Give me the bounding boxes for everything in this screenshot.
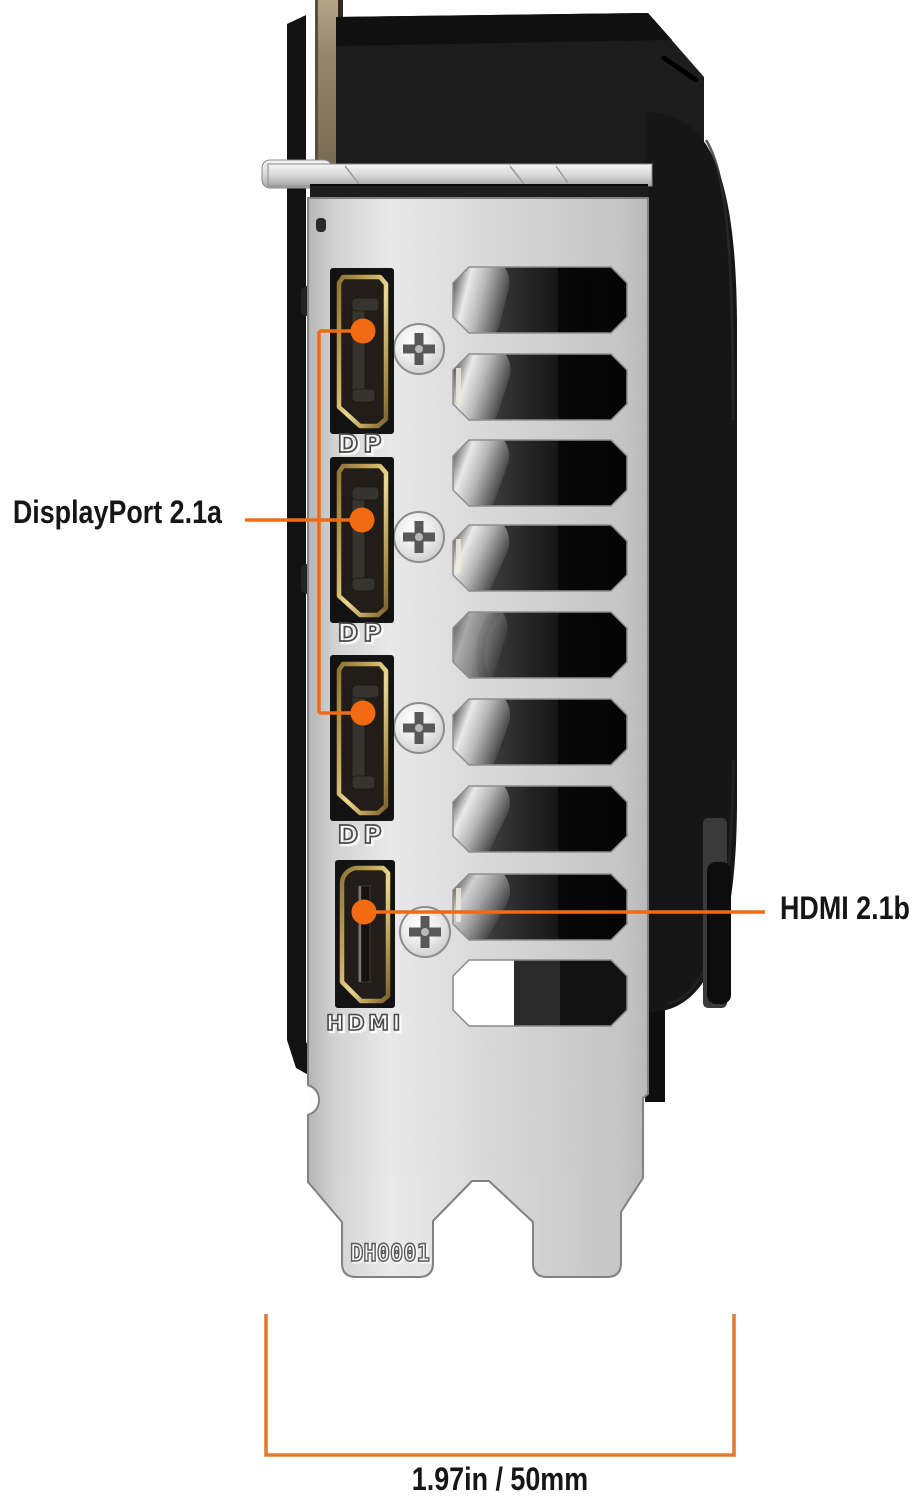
card-body: [287, 0, 737, 1102]
bracket-mounting-lip: [261, 159, 653, 189]
svg-text:DH0001: DH0001: [350, 1240, 430, 1267]
dp-port-1: [330, 268, 394, 434]
hdmi-label-text: HDMI 2.1b: [780, 890, 910, 926]
svg-text:HDMI: HDMI: [328, 1013, 406, 1037]
vent-slot: [453, 354, 627, 420]
svg-text:DP: DP: [337, 820, 386, 849]
svg-text:DP: DP: [339, 822, 388, 851]
bracket-stamp: DH0001 DH0001: [349, 1239, 432, 1269]
vent-slot: [453, 267, 627, 333]
dp-port-label-2: DP DP: [337, 617, 388, 650]
phillips-screw-icon: [393, 511, 445, 563]
vent-cutout: [453, 960, 627, 1026]
hdmi-port: [335, 860, 395, 1008]
svg-text:DP: DP: [337, 618, 386, 647]
svg-text:DP: DP: [337, 429, 386, 458]
bracket-notch: [316, 218, 326, 232]
dimension-label: 1.97in / 50mm: [265, 1461, 735, 1497]
svg-text:DP: DP: [339, 431, 388, 460]
dimension-bracket: [264, 1314, 736, 1457]
shroud-top: [336, 13, 704, 318]
phillips-screw-icon: [393, 323, 445, 375]
phillips-screw-icon: [399, 906, 451, 958]
callout-dot: [350, 318, 376, 344]
callout-dot: [351, 899, 377, 925]
displayport-label-text: DisplayPort 2.1a: [12, 494, 222, 530]
bracket-screws: [393, 323, 451, 958]
svg-text:HDMI: HDMI: [326, 1011, 404, 1035]
svg-text:DH0001: DH0001: [352, 1242, 432, 1269]
dp-port-2: [330, 457, 394, 623]
fan-housing: [645, 112, 737, 1012]
vent-slot: [453, 699, 627, 765]
dimension-label-text: 1.97in / 50mm: [411, 1461, 589, 1497]
hdmi-callout-label: HDMI 2.1b: [780, 890, 923, 926]
phillips-screw-icon: [393, 702, 445, 754]
dp-port-label-1: DP DP: [337, 428, 388, 461]
vent-slot: [453, 440, 627, 506]
callout-dot: [349, 507, 375, 533]
io-bracket: DP DP DP DP DP DP HDMI HDMI DH0001 DH000…: [261, 159, 653, 1278]
vent-grid: [452, 266, 628, 1027]
callout-dot: [350, 700, 376, 726]
hdmi-port-label: HDMI HDMI: [325, 1010, 406, 1038]
dp-port-3: [330, 655, 394, 821]
svg-text:DP: DP: [339, 620, 388, 649]
displayport-callout-label: DisplayPort 2.1a: [0, 494, 222, 530]
dp-port-label-3: DP DP: [337, 819, 388, 852]
